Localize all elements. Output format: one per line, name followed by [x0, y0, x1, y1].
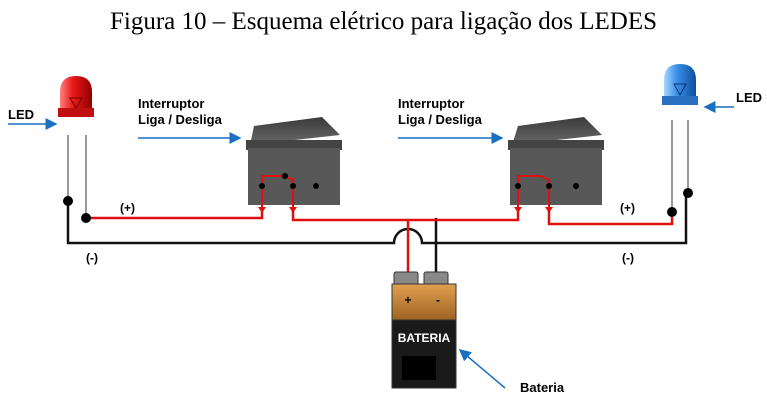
led-left — [58, 76, 94, 223]
minus-left-label: (-) — [86, 251, 98, 265]
battery-body-label: BATERIA — [398, 331, 451, 345]
positive-wire — [86, 210, 264, 220]
battery-plus-label: + — [404, 293, 411, 307]
switch-right-label-line2: Liga / Desliga — [398, 112, 483, 127]
switch-right — [508, 117, 604, 213]
plus-left-label: (+) — [120, 201, 135, 215]
led-right — [662, 64, 698, 217]
switch-left-label-line2: Liga / Desliga — [138, 112, 223, 127]
switch-left-label-line1: Interruptor — [138, 96, 204, 111]
battery: + - BATERIA — [391, 271, 457, 389]
minus-right-label: (-) — [622, 251, 634, 265]
battery-pointer-label: Bateria — [520, 380, 565, 395]
positive-wire-center — [291, 210, 520, 222]
battery-pointer — [458, 349, 506, 389]
switch-right-label-line1: Interruptor — [398, 96, 464, 111]
led-left-label: LED — [8, 107, 34, 122]
positive-wire-right — [547, 210, 674, 226]
switch-left — [246, 117, 342, 213]
led-right-label: LED — [736, 90, 762, 105]
plus-right-label: (+) — [620, 201, 635, 215]
figure-caption: Figura 10 – Esquema elétrico para ligaçã… — [109, 8, 658, 35]
battery-minus-label: - — [436, 293, 440, 307]
